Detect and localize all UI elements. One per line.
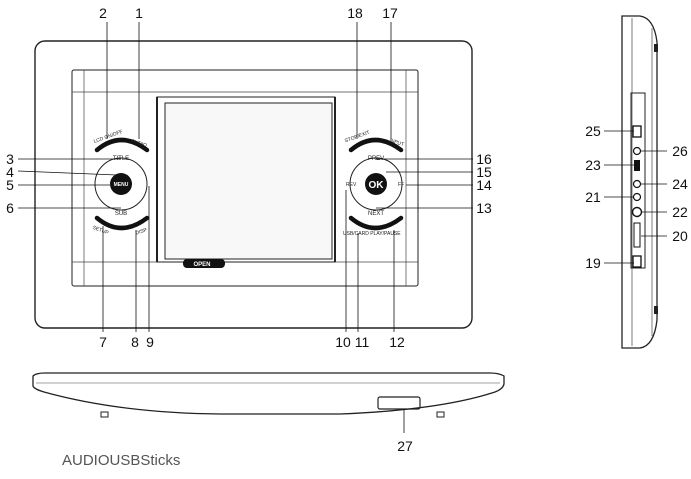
front-view: LCD ON/OFF AUDIO MENU TITLE SUB SETUP DI…	[6, 5, 492, 350]
input-label: INPUT	[388, 138, 404, 148]
callout-11: 11	[355, 334, 370, 350]
jack-22	[631, 206, 643, 218]
callout-3: 3	[6, 151, 14, 167]
bottom-outline	[32, 372, 505, 415]
callout-13: 13	[476, 200, 492, 216]
inner-panel	[71, 69, 419, 287]
callout-16: 16	[476, 151, 492, 167]
jack-24	[632, 179, 642, 189]
callout-1: 1	[135, 5, 143, 21]
callout-6: 6	[6, 200, 14, 216]
callout-18: 18	[347, 5, 363, 21]
left-dial-ring	[94, 157, 148, 211]
callout-20: 20	[672, 228, 688, 244]
lcd-screen	[164, 102, 333, 260]
callout-5: 5	[6, 177, 14, 193]
switch-23	[634, 160, 640, 171]
open-label: OPEN	[193, 262, 210, 268]
callout-4: 4	[6, 164, 14, 180]
usb-port-25	[632, 125, 642, 138]
side-view: 25 26 23 24 21 22 20 19	[585, 15, 688, 349]
card-slot-20	[633, 222, 641, 248]
callout-24: 24	[672, 176, 688, 192]
callout-17: 17	[382, 5, 398, 21]
callout-8: 8	[131, 334, 139, 350]
callout-14: 14	[476, 177, 492, 193]
callout-12: 12	[389, 334, 405, 350]
next-label: NEXT	[368, 211, 384, 217]
menu-label: MENU	[114, 182, 129, 188]
side-outline	[621, 15, 658, 349]
left-foot	[100, 411, 109, 418]
bottom-view: 27	[32, 372, 505, 454]
fwd-label: FF	[398, 182, 404, 188]
jack-21	[632, 192, 642, 202]
jack-26	[632, 146, 642, 156]
right-foot	[436, 411, 445, 418]
callout-2: 2	[99, 5, 107, 21]
play-pause-button[interactable]	[348, 215, 404, 231]
callout-9: 9	[146, 334, 154, 350]
callout-27: 27	[397, 438, 413, 454]
callout-26: 26	[672, 143, 688, 159]
callout-15: 15	[476, 164, 492, 180]
ok-label: OK	[369, 180, 385, 191]
disp-label: DISP	[135, 227, 149, 237]
play-pause-label: USB/CARD PLAY/PAUSE	[343, 231, 401, 237]
bottom-port-27	[377, 396, 421, 410]
menu-button[interactable]	[110, 173, 132, 195]
right-dial-ring	[349, 157, 403, 211]
setup-disp-button[interactable]	[94, 215, 150, 231]
outer-bezel	[34, 40, 473, 329]
front-leader-lines	[17, 22, 473, 332]
callout-10: 10	[335, 334, 351, 350]
side-port-panel	[630, 92, 646, 269]
audio-label: AUDIO	[131, 138, 148, 149]
usb-port-19	[632, 255, 642, 268]
open-latch[interactable]	[183, 259, 225, 268]
brand-watermark: AUDIOUSBSticks	[62, 452, 181, 469]
callout-25: 25	[585, 123, 601, 139]
callout-7: 7	[99, 334, 107, 350]
setup-label: SETUP	[92, 225, 110, 237]
callout-23: 23	[585, 157, 601, 173]
side-leader-lines	[604, 130, 667, 264]
stop-exit-button[interactable]	[348, 137, 404, 153]
callout-21: 21	[585, 189, 601, 205]
rev-label: REV	[346, 182, 357, 188]
ok-button[interactable]	[365, 173, 387, 195]
callout-22: 22	[672, 204, 688, 220]
sub-label: SUB	[115, 211, 127, 217]
callout-19: 19	[585, 255, 601, 271]
lcd-on-off-button[interactable]	[94, 137, 150, 153]
